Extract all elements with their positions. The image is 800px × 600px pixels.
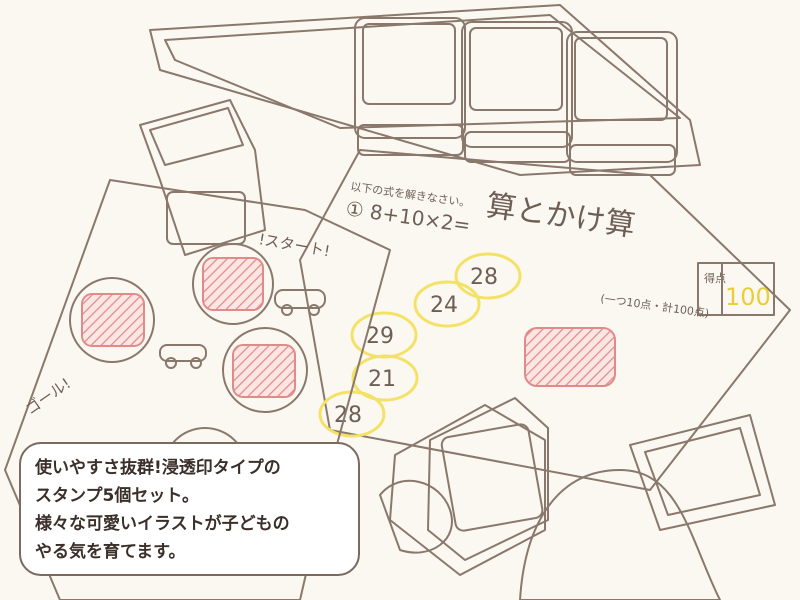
caption-line-1: 使いやすさ抜群!浸透印タイプの bbox=[35, 458, 281, 478]
worksheet-title: 算とかけ算 bbox=[484, 188, 637, 244]
race-goal-label: ゴール! bbox=[22, 374, 74, 418]
answer-4: 21 bbox=[368, 367, 396, 392]
stamp-mark-race-3 bbox=[232, 344, 296, 398]
race-sheet: !スタート! ゴール! bbox=[4, 179, 391, 600]
caption-line-3: 様々な可愛いイラストが子どもの bbox=[35, 514, 290, 534]
stamp-mark-race-1 bbox=[202, 257, 264, 311]
caption-box: 使いやすさ抜群!浸透印タイプの スタンプ5個セット。 様々な可愛いイラストが子ど… bbox=[19, 442, 360, 576]
answer-list: 28 24 29 21 28 bbox=[318, 252, 522, 438]
stamp-tray-stamp-1 bbox=[354, 17, 466, 156]
stamp-left bbox=[139, 99, 266, 256]
answer-1: 28 bbox=[470, 265, 498, 290]
stamp-tray bbox=[149, 4, 701, 176]
empty-stamp-case bbox=[629, 414, 776, 531]
stamp-tray-stamp-2 bbox=[461, 21, 573, 163]
scoring-note: (一つ10点・計100点) bbox=[600, 291, 710, 320]
stamp-tray-stamp-3 bbox=[566, 31, 678, 176]
score-box bbox=[721, 262, 775, 316]
caption-line-4: やる気を育てます。 bbox=[35, 542, 186, 562]
car-icon bbox=[159, 344, 207, 369]
race-start-label: !スタート! bbox=[257, 230, 331, 260]
stamp-mark-race-2 bbox=[81, 293, 145, 347]
answer-2: 24 bbox=[430, 293, 458, 318]
stamp-mark-worksheet bbox=[524, 327, 616, 387]
answer-3: 29 bbox=[366, 324, 394, 349]
car-icon bbox=[274, 289, 326, 316]
score-label: 得点 bbox=[704, 272, 726, 285]
score-value: 100 bbox=[725, 283, 771, 311]
caption-line-2: スタンプ5個セット。 bbox=[35, 486, 199, 506]
stamp-in-hand bbox=[379, 397, 721, 600]
